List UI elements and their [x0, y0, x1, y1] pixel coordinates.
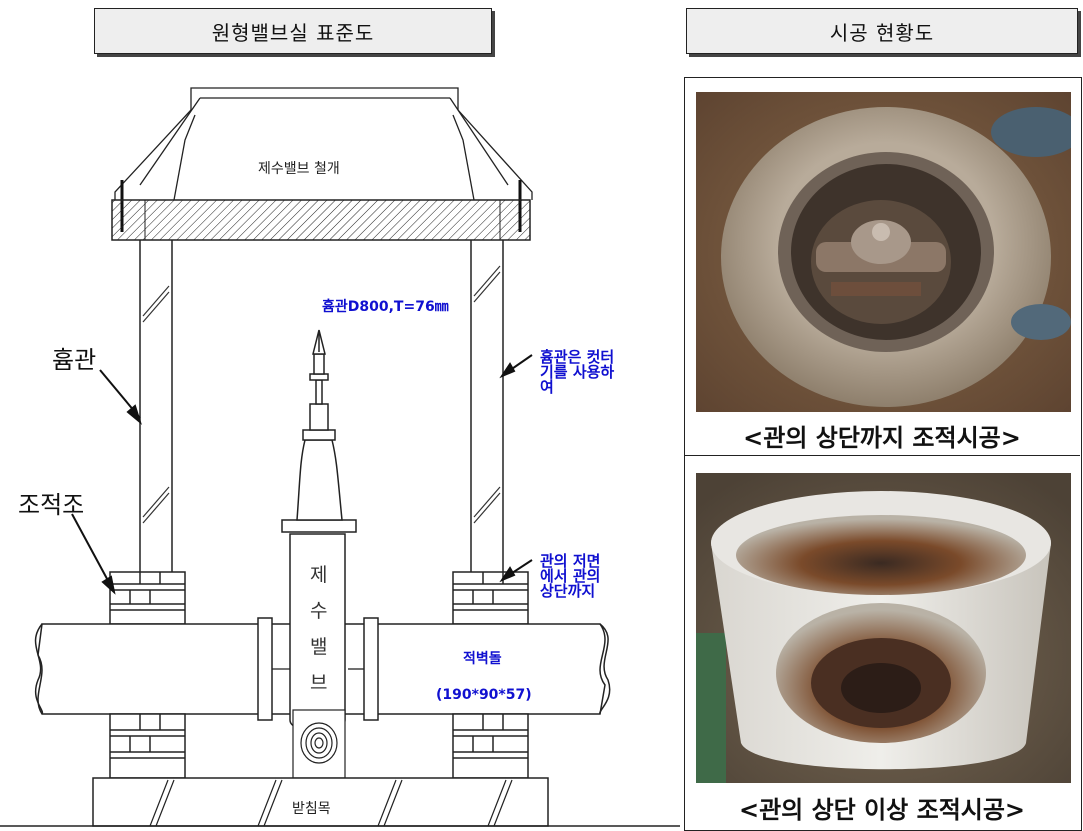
cutter-note: 흄관은 컷터 기를 사용하 여 — [540, 350, 614, 395]
wood-support-spiral — [292, 709, 346, 779]
construction-status-title: 시공 현황도 — [686, 8, 1078, 54]
brick-range-note-line-1: 관의 저면 — [540, 552, 601, 570]
brick-range-note-line-2: 에서 관의 — [540, 567, 601, 585]
cutter-note-line-1: 흄관은 컷터 — [540, 348, 615, 366]
photo-masonry-to-pipe-top — [696, 92, 1071, 412]
brick-masonry-label: 조적조 — [18, 491, 85, 519]
support-base — [0, 777, 680, 827]
brick-size-label: (190*90*57) — [436, 687, 532, 703]
hume-pipe-label: 흄관 — [52, 346, 97, 374]
caption-masonry-to-pipe-top: <관의 상단까지 조적시공> — [743, 424, 1021, 452]
support-base-hatch — [149, 779, 513, 827]
caption-masonry-above-pipe-top: <관의 상단 이상 조적시공> — [738, 796, 1026, 824]
leader-arrows — [71, 354, 533, 595]
valve-char-1: 제 — [310, 564, 328, 586]
valve-char-3: 밸 — [310, 636, 328, 658]
brick-range-note: 관의 저면 에서 관의 상단까지 — [540, 554, 600, 599]
cover-label: 제수밸브 철개 — [258, 161, 340, 177]
valve-char-2: 수 — [310, 600, 328, 622]
valve-flanges — [257, 617, 379, 721]
hume-pipe-walls — [139, 240, 504, 572]
valve-cover-lid — [114, 87, 533, 201]
brick-range-note-line-3: 상단까지 — [540, 582, 596, 600]
photo-divider — [684, 455, 1080, 456]
pipe-wall-hatch — [142, 265, 501, 524]
pipe-spec-label: 흄관D800,T=76㎜ — [322, 299, 449, 315]
standard-drawing-title: 원형밸브실 표준도 — [94, 8, 492, 54]
brick-masonry-upper — [109, 571, 529, 625]
cutter-note-line-3: 여 — [540, 378, 554, 396]
brick-masonry-lower — [109, 713, 529, 779]
valve-char-4: 브 — [310, 672, 328, 694]
valve-chamber-drawing — [0, 87, 680, 827]
gate-valve — [281, 329, 357, 732]
support-label: 받침목 — [292, 801, 331, 817]
concrete-slab — [111, 199, 531, 241]
brick-name-label: 적벽돌 — [463, 651, 502, 667]
cutter-note-line-2: 기를 사용하 — [540, 363, 615, 381]
photo-masonry-above-pipe-top — [696, 473, 1071, 783]
